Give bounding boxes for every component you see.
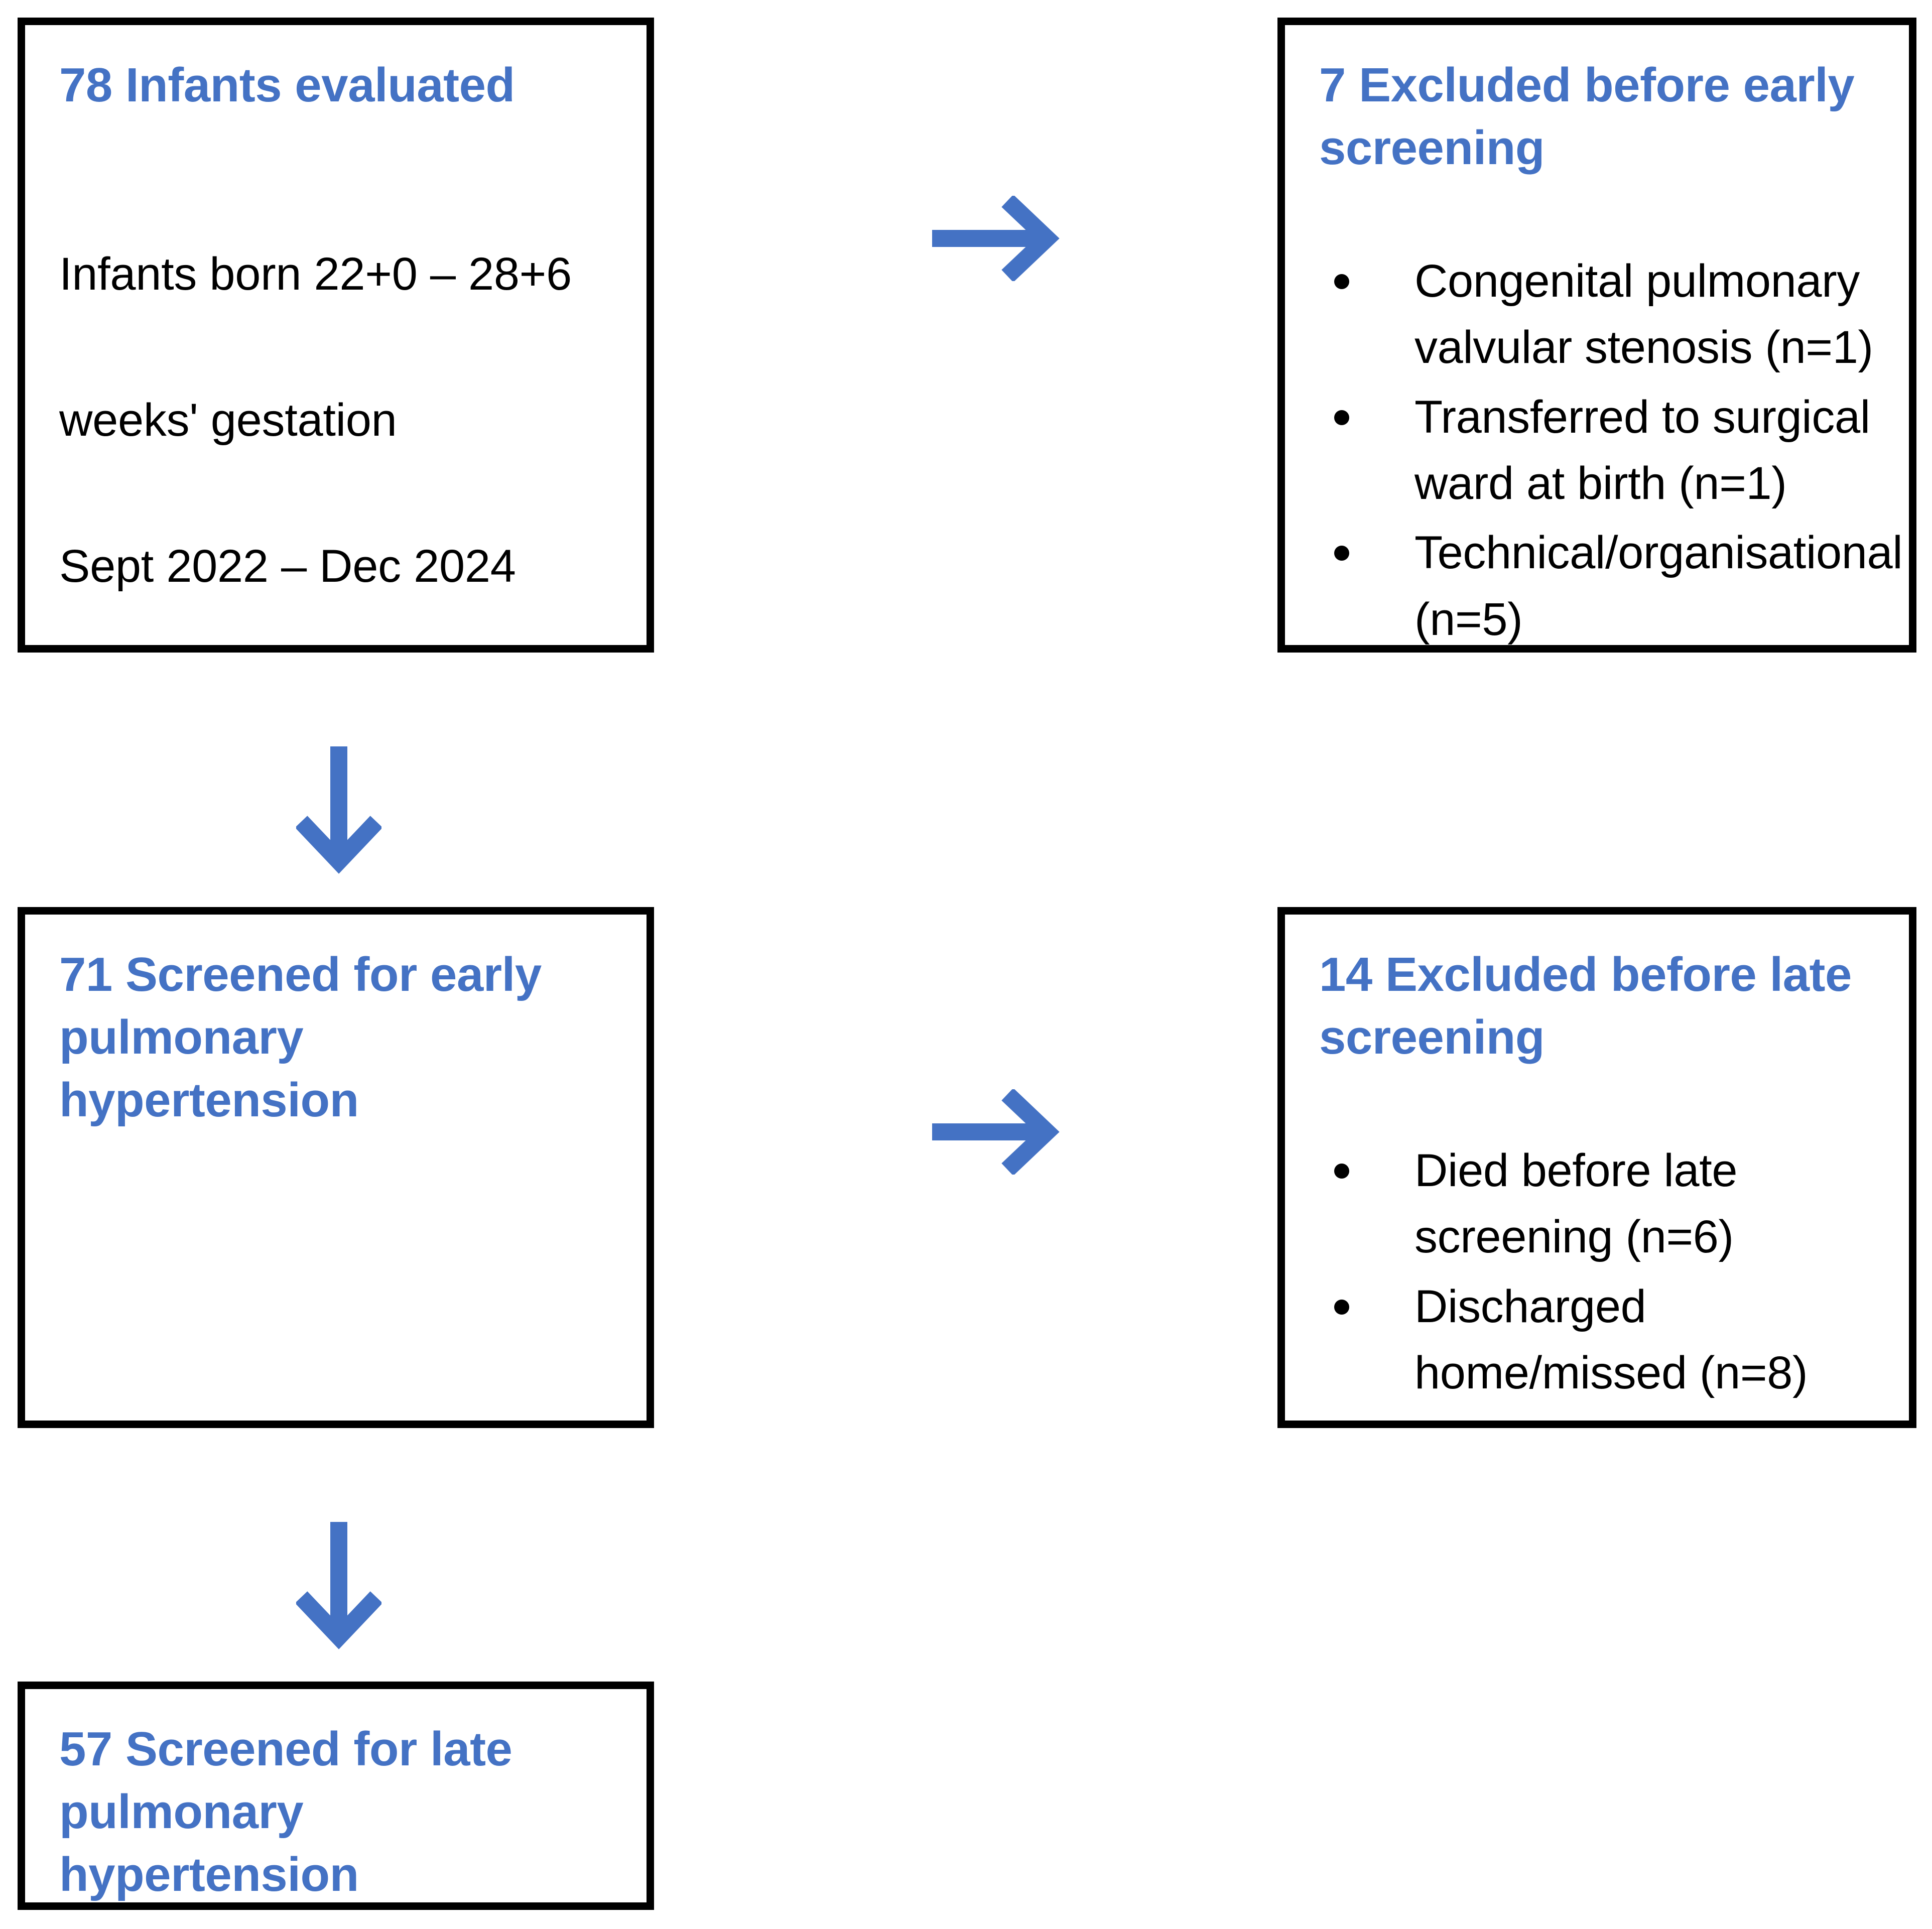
excluded-late-reason-list: Died before late screening (n=6) Dischar… <box>1319 1137 1877 1406</box>
bullet-icon <box>1334 546 1349 561</box>
list-item-label: Discharged home/missed (n=8) <box>1414 1280 1808 1398</box>
body-line-gestation-unit: weeks' gestation <box>59 394 397 446</box>
box-excluded-late-title: 14 Excluded before late screening <box>1319 948 1852 1064</box>
arrow-right-icon <box>931 196 1067 281</box>
arrow-right-icon <box>931 1089 1067 1175</box>
bullet-icon <box>1334 1163 1349 1179</box>
body-line-study-period: Sept 2022 – Dec 2024 <box>59 540 516 592</box>
box-infants-evaluated-title: 78 Infants evaluated <box>59 58 515 112</box>
box-excluded-early: 7 Excluded before early screening Congen… <box>1277 18 1916 653</box>
list-item: Discharged home/missed (n=8) <box>1319 1273 1877 1406</box>
list-item-label: Transferred to surgical ward at birth (n… <box>1414 391 1870 509</box>
box-screened-early-title: 71 Screened for early pulmonary hyperten… <box>59 948 542 1127</box>
list-item: Transferred to surgical ward at birth (n… <box>1319 384 1877 517</box>
arrow-down-icon <box>296 745 381 881</box>
box-infants-evaluated-body: Infants born 22+0 – 28+6 weeks' gestatio… <box>59 165 614 676</box>
bullet-icon <box>1334 274 1349 289</box>
excluded-early-reason-list: Congenital pulmonary valvular stenosis (… <box>1319 248 1903 653</box>
list-item: Died before late screening (n=6) <box>1319 1137 1877 1270</box>
box-screened-late: 57 Screened for late pulmonary hypertens… <box>18 1682 654 1910</box>
box-excluded-early-title: 7 Excluded before early screening <box>1319 58 1855 175</box>
box-infants-evaluated: 78 Infants evaluated Infants born 22+0 –… <box>18 18 654 653</box>
bullet-icon <box>1334 1299 1349 1315</box>
list-item-label: Died before late screening (n=6) <box>1414 1144 1738 1263</box>
box-excluded-late: 14 Excluded before late screening Died b… <box>1277 907 1916 1428</box>
body-line-gestation-range: Infants born 22+0 – 28+6 <box>59 248 572 300</box>
list-item-label: Technical/organisational (n=5) <box>1414 527 1903 645</box>
box-screened-late-title: 57 Screened for late pulmonary hypertens… <box>59 1722 512 1901</box>
arrow-down-icon <box>296 1521 381 1656</box>
list-item-label: Congenital pulmonary valvular stenosis (… <box>1414 255 1873 373</box>
list-item: Congenital pulmonary valvular stenosis (… <box>1319 248 1877 381</box>
list-item: Technical/organisational (n=5) <box>1319 520 1903 653</box>
bullet-icon <box>1334 410 1349 425</box>
box-screened-early: 71 Screened for early pulmonary hyperten… <box>18 907 654 1428</box>
